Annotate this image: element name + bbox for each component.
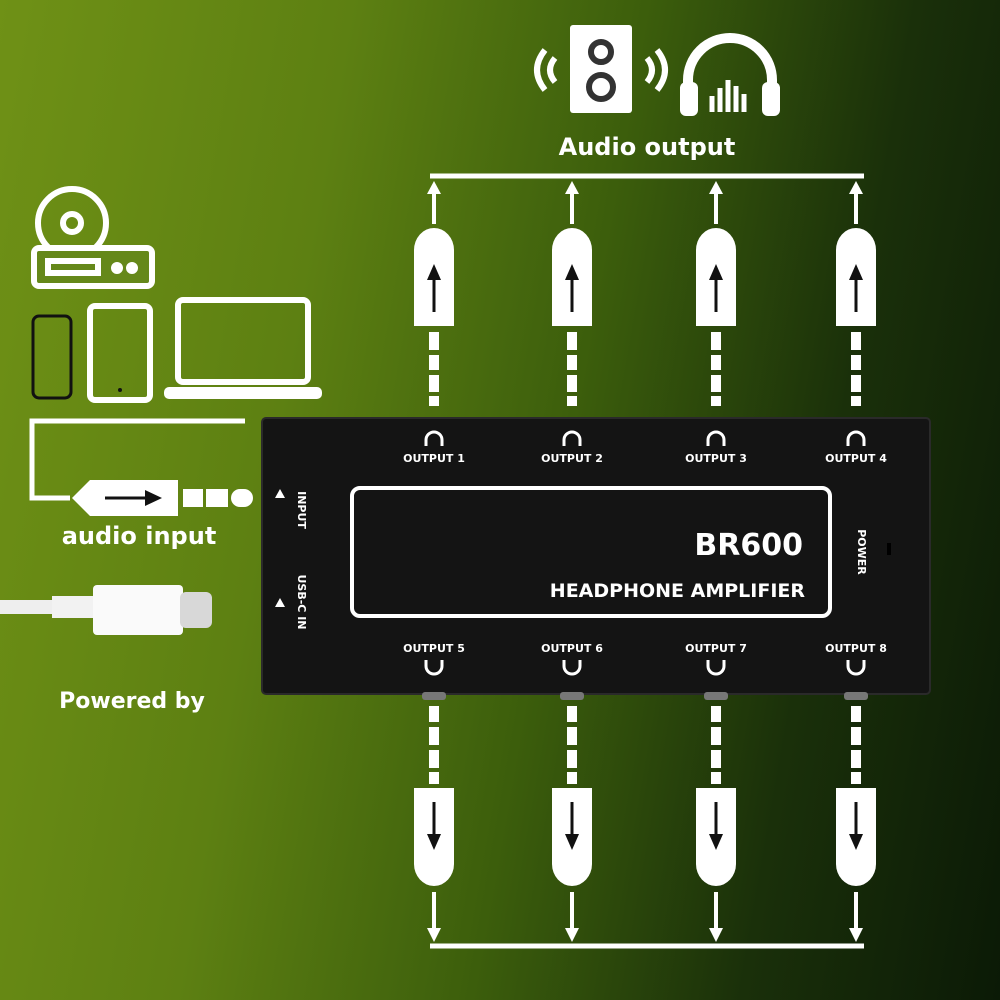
laptop-icon bbox=[164, 297, 322, 399]
speaker-icon bbox=[534, 25, 668, 113]
power-led bbox=[887, 543, 891, 555]
output-port-bottom: OUTPUT 7 bbox=[685, 642, 747, 700]
audio-input-label: audio input bbox=[62, 522, 217, 550]
output-label: OUTPUT 7 bbox=[685, 642, 747, 655]
output-label: OUTPUT 5 bbox=[403, 642, 465, 655]
audio-input-plug bbox=[72, 480, 253, 516]
output-port-top: OUTPUT 1 bbox=[403, 430, 465, 465]
power-label: POWER bbox=[855, 529, 868, 575]
input-port-label: INPUT bbox=[295, 491, 308, 529]
output-label: OUTPUT 4 bbox=[825, 452, 887, 465]
audio-output-label: Audio output bbox=[559, 133, 736, 161]
jack-socket bbox=[704, 692, 728, 700]
headphones-icon bbox=[424, 660, 444, 676]
output-plug-bottom bbox=[836, 706, 876, 942]
output-label: OUTPUT 3 bbox=[685, 452, 747, 465]
usbc-port-label: USB-C IN bbox=[295, 574, 308, 629]
output-plug-bottom bbox=[414, 706, 454, 942]
output-port-bottom: OUTPUT 6 bbox=[541, 642, 603, 700]
model-name: BR600 bbox=[694, 528, 803, 563]
output-plug-top bbox=[414, 181, 454, 406]
headphones-icon bbox=[706, 430, 726, 446]
phone-icon bbox=[31, 314, 73, 400]
output-label: OUTPUT 1 bbox=[403, 452, 465, 465]
headphones-icon bbox=[424, 430, 444, 446]
headphone-amplifier-device: BR600 HEADPHONE AMPLIFIER INPUT USB-C IN… bbox=[261, 417, 931, 700]
headphones-icon bbox=[846, 430, 866, 446]
headphones-icon bbox=[562, 660, 582, 676]
usbc-arrow-icon bbox=[275, 598, 285, 607]
output-port-bottom: OUTPUT 5 bbox=[403, 642, 465, 700]
output-plug-top bbox=[552, 181, 592, 406]
output-plug-bottom bbox=[696, 706, 736, 942]
usb-c-cable-icon bbox=[0, 585, 212, 635]
output-label: OUTPUT 8 bbox=[825, 642, 887, 655]
device-subtitle: HEADPHONE AMPLIFIER bbox=[550, 580, 806, 602]
output-port-top: OUTPUT 3 bbox=[685, 430, 747, 465]
output-plug-top bbox=[696, 181, 736, 406]
headphones-icon bbox=[562, 430, 582, 446]
output-port-bottom: OUTPUT 8 bbox=[825, 642, 887, 700]
input-arrow-icon bbox=[275, 489, 285, 498]
headphones-icon bbox=[680, 33, 780, 116]
jack-socket bbox=[844, 692, 868, 700]
input-cable bbox=[29, 418, 245, 501]
jack-socket bbox=[422, 692, 446, 700]
headphones-icon bbox=[846, 660, 866, 676]
output-label: OUTPUT 6 bbox=[541, 642, 603, 655]
dvd-player-icon bbox=[31, 186, 155, 289]
output-plug-bottom bbox=[552, 706, 592, 942]
output-plug-top bbox=[836, 181, 876, 406]
output-port-top: OUTPUT 2 bbox=[541, 430, 603, 465]
tablet-icon bbox=[87, 303, 153, 403]
output-port-top: OUTPUT 4 bbox=[825, 430, 887, 465]
powered-by-label: Powered by bbox=[59, 689, 205, 714]
output-label: OUTPUT 2 bbox=[541, 452, 603, 465]
headphones-icon bbox=[706, 660, 726, 676]
jack-socket bbox=[560, 692, 584, 700]
